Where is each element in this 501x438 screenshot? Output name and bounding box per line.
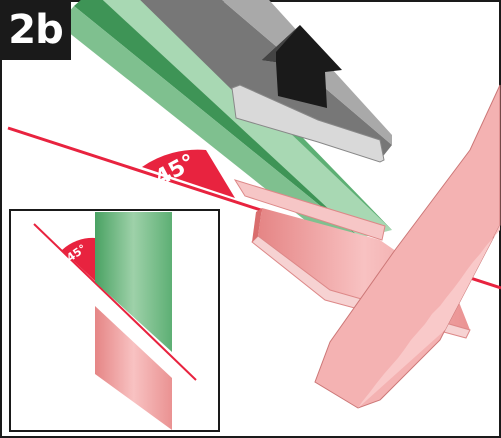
handsaw-icon	[314, 84, 501, 409]
inset-view	[9, 209, 220, 432]
step-badge: 2b	[0, 0, 71, 60]
angle-wedge-main	[142, 149, 235, 198]
up-arrow-icon	[262, 25, 342, 108]
